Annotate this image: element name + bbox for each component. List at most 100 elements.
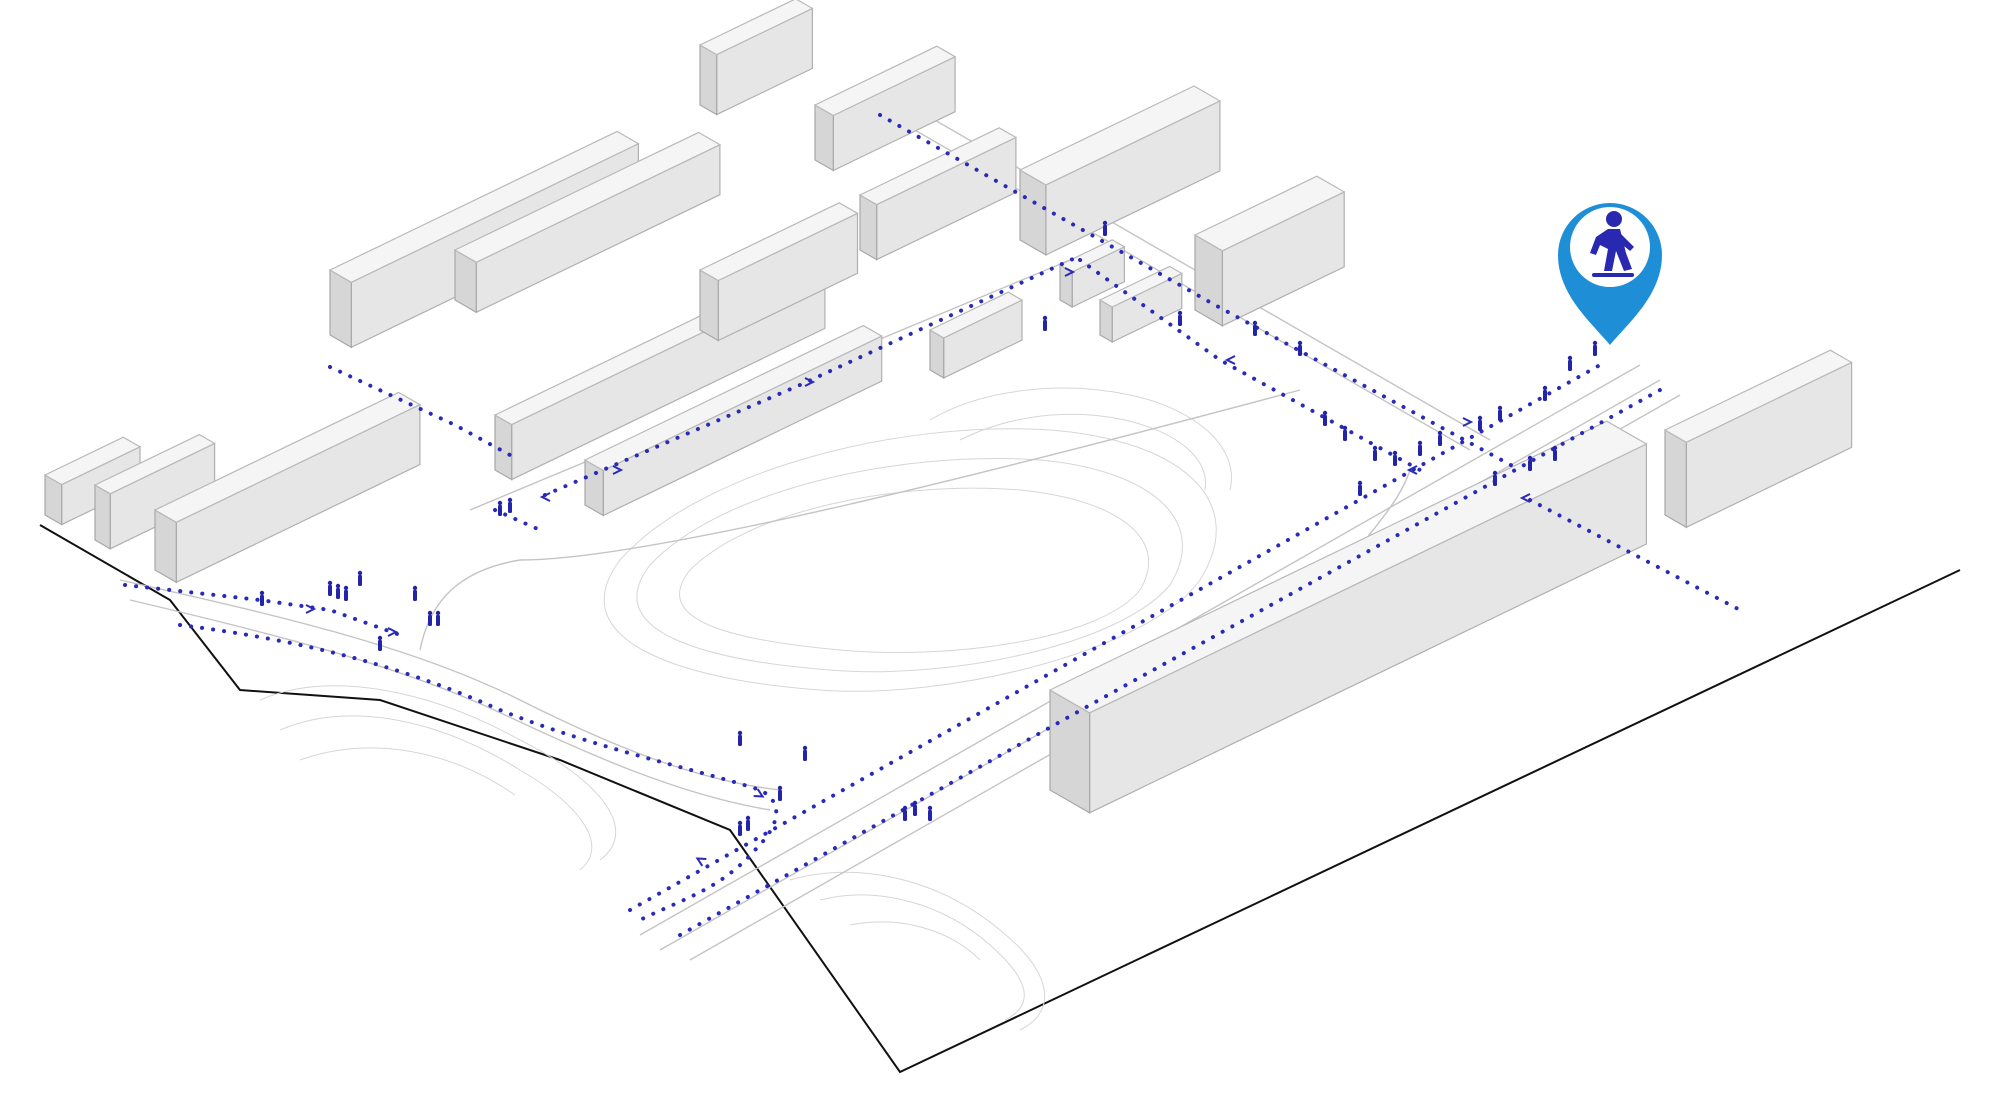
person-figure	[1497, 405, 1503, 421]
building-block	[813, 45, 957, 172]
person-figure	[507, 497, 513, 513]
building-block	[1663, 349, 1853, 529]
building-side-face	[859, 193, 878, 261]
direction-chevron	[1462, 417, 1474, 427]
person-figure	[1492, 470, 1498, 486]
person-figure	[927, 805, 933, 821]
building-block	[1193, 175, 1346, 327]
direction-chevron	[305, 604, 317, 614]
pedestrian-routes	[123, 113, 1742, 937]
building-roof	[858, 127, 1018, 206]
building-side-face	[329, 268, 352, 349]
route-north-front	[543, 256, 1077, 497]
person-figure	[1552, 445, 1558, 461]
building-block	[858, 127, 1018, 261]
walking-person-icon	[1590, 211, 1634, 277]
direction-chevron	[804, 377, 816, 387]
person-figure	[1102, 220, 1108, 236]
person-figure	[1177, 310, 1183, 326]
route-avenue-north	[628, 363, 1602, 912]
person-figure	[497, 500, 503, 516]
building-block	[453, 131, 722, 314]
direction-chevron	[1224, 355, 1236, 365]
building-side-face	[699, 43, 718, 116]
direction-chevron	[539, 492, 551, 502]
building-roof	[153, 391, 422, 523]
person-figure	[335, 583, 341, 599]
building-side-face	[494, 413, 513, 481]
person-figure	[1592, 340, 1598, 356]
pedestrian-figures	[259, 220, 1598, 836]
person-figure	[377, 635, 383, 651]
building-roof	[928, 291, 1024, 339]
person-figure	[412, 585, 418, 601]
person-figure	[745, 815, 751, 831]
building-block	[1048, 420, 1648, 814]
direction-chevron	[753, 788, 765, 798]
route-north-alley	[328, 365, 512, 457]
person-figure	[427, 610, 433, 626]
direction-chevron	[387, 627, 399, 637]
route-diagonal-cross	[1078, 258, 1422, 472]
building-side-face	[94, 483, 111, 550]
building-block	[1098, 265, 1184, 344]
terrain-contours	[259, 387, 1232, 1031]
person-figure	[1437, 430, 1443, 446]
building-block	[153, 391, 422, 584]
direction-chevron	[1406, 465, 1418, 475]
building-roof	[698, 0, 814, 56]
person-figure	[435, 610, 441, 626]
building-side-face	[699, 268, 719, 342]
building-roof	[1018, 85, 1222, 186]
building-blocks	[43, 0, 1853, 814]
route-southwest-curve	[178, 623, 779, 922]
person-figure	[1252, 320, 1258, 336]
building-roof	[813, 45, 957, 117]
person-figure	[327, 580, 333, 596]
direction-chevron	[612, 465, 624, 475]
person-figure	[1477, 415, 1483, 431]
direction-chevron	[1064, 267, 1076, 277]
person-figure	[1297, 340, 1303, 356]
building-roof	[1663, 349, 1853, 443]
person-figure	[737, 730, 743, 746]
route-west-street	[123, 583, 402, 637]
building-block	[93, 433, 216, 550]
building-block	[1018, 85, 1222, 256]
person-figure	[802, 745, 808, 761]
person-figure	[1372, 445, 1378, 461]
building-block	[928, 291, 1024, 379]
pedestrian-location-pin-icon	[1558, 203, 1662, 345]
building-side-face	[1664, 428, 1687, 529]
person-figure	[902, 805, 908, 821]
person-figure	[357, 570, 363, 586]
person-figure	[1392, 450, 1398, 466]
building-roof	[698, 202, 859, 282]
person-figure	[1342, 425, 1348, 441]
person-figure	[343, 585, 349, 601]
building-roof	[93, 433, 216, 495]
site-outline	[39, 524, 1961, 1074]
person-figure	[1542, 385, 1548, 401]
building-roof	[583, 324, 883, 472]
building-roof	[1098, 265, 1184, 308]
building-roof	[328, 130, 640, 283]
person-figure	[777, 785, 783, 801]
building-roof	[453, 131, 722, 263]
person-figure	[1357, 480, 1363, 496]
building-roof	[43, 436, 142, 486]
building-side-face	[814, 103, 834, 172]
building-block	[698, 202, 859, 342]
direction-chevron	[695, 857, 707, 867]
person-figure	[1567, 355, 1573, 371]
site-base	[39, 100, 1961, 1074]
site-ground-plane	[40, 100, 1960, 1072]
person-figure	[912, 800, 918, 816]
route-main-avenue	[678, 388, 1662, 937]
person-figure	[1322, 410, 1328, 426]
person-figure	[259, 590, 265, 606]
building-roof	[1193, 175, 1346, 252]
building-block	[698, 0, 814, 116]
